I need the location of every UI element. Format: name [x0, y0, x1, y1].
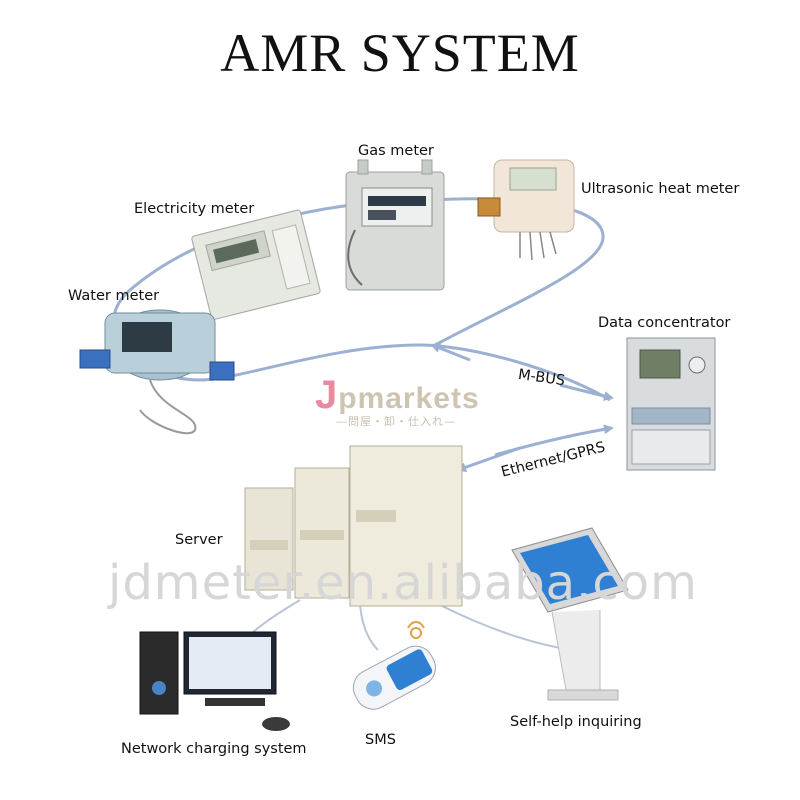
jpmarkets-j: J [315, 373, 339, 417]
data-concentrator-icon [626, 337, 716, 471]
jpmarkets-rest: pmarkets [338, 382, 480, 415]
electricity-meter-icon [191, 209, 321, 320]
server-label: Server [175, 532, 223, 548]
sms-label: SMS [365, 732, 396, 748]
network-charging-label: Network charging system [121, 741, 307, 757]
sms-signal-icon [407, 621, 425, 639]
server-to-kiosk-link [439, 604, 561, 649]
mbus-arrow-right [559, 383, 614, 401]
data-concentrator-label: Data concentrator [598, 315, 731, 331]
water-meter-icon [79, 309, 235, 435]
electricity-meter-label: Electricity meter [134, 201, 255, 217]
server-to-sms-link [359, 604, 379, 651]
kiosk-icon [511, 527, 629, 701]
gas-meter-label: Gas meter [358, 143, 434, 159]
water-meter-label: Water meter [68, 288, 160, 304]
mbus-arrow-left [430, 343, 471, 362]
heat-meter-icon [477, 159, 575, 261]
heat-meter-label: Ultrasonic heat meter [581, 181, 740, 197]
pc-icon [139, 631, 290, 731]
mbus-loop [112, 197, 611, 402]
phone-icon [352, 645, 436, 710]
jpmarkets-subtext: —問屋・卸・仕入れ— [336, 415, 456, 428]
gas-meter-icon [345, 159, 445, 291]
jdmeter-watermark: jdmeter.en.alibaba.com [108, 555, 698, 611]
ethernet-link-back [456, 446, 521, 472]
diagram-title: AMR SYSTEM [220, 23, 580, 83]
self-help-label: Self-help inquiring [510, 714, 642, 730]
server-icon [244, 445, 463, 607]
jpmarkets-watermark: Jpmarkets [315, 373, 480, 418]
